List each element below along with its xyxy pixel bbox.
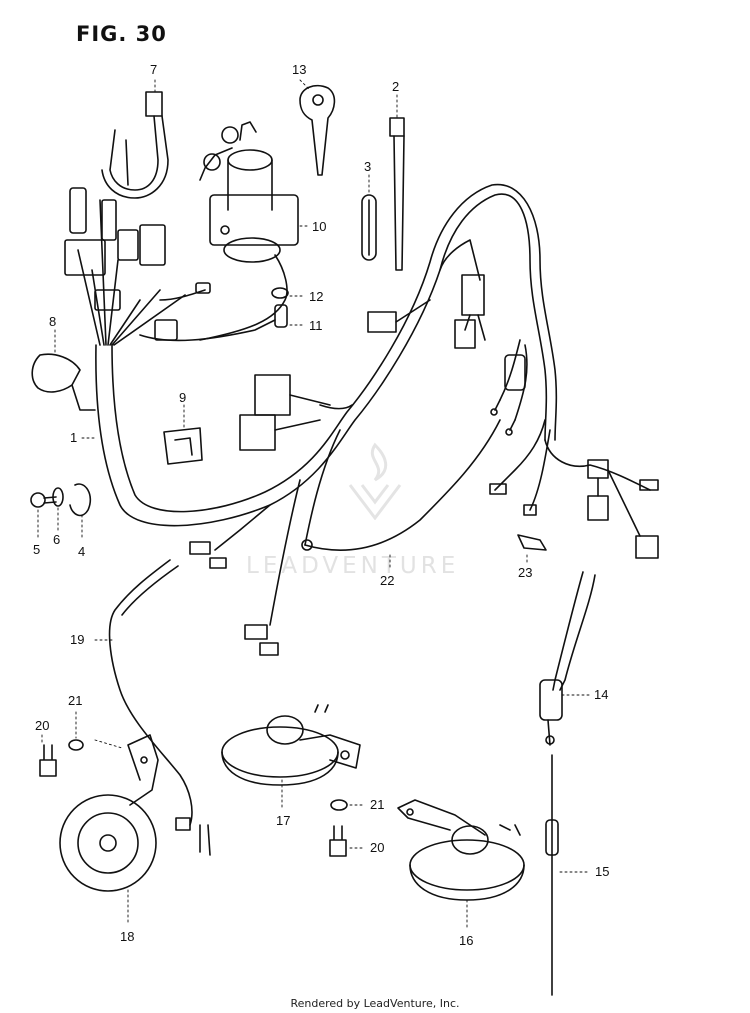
- bolt-icon: [30, 492, 57, 508]
- callout-20-left: 20: [35, 718, 50, 733]
- horn-icon: [221, 704, 361, 786]
- callout-1: 1: [70, 430, 78, 445]
- callout-17: 17: [276, 813, 291, 828]
- callout-5: 5: [33, 542, 41, 557]
- callout-4: 4: [78, 544, 86, 559]
- grommet-4: [69, 483, 92, 517]
- callout-22: 22: [380, 573, 395, 588]
- lead-cable-14: [539, 571, 596, 746]
- callout-3: 3: [364, 159, 372, 174]
- callout-12: 12: [309, 289, 324, 304]
- callout-21-left: 21: [68, 693, 83, 708]
- callout-10: 10: [312, 219, 327, 234]
- callout-21-right: 21: [370, 797, 385, 812]
- figure-title: FIG. 30: [76, 22, 167, 46]
- callout-20-right: 20: [370, 840, 385, 855]
- harness-clamp-8: [31, 353, 96, 411]
- ignition-switch-icon: [199, 121, 299, 341]
- callout-6: 6: [53, 532, 61, 547]
- callout-13: 13: [292, 62, 307, 77]
- key-icon: [299, 84, 336, 176]
- callout-8: 8: [49, 314, 57, 329]
- horn-icon-18: [59, 734, 159, 892]
- washer-21a: [68, 739, 84, 751]
- horn-icon-16: [397, 799, 525, 901]
- callout-23: 23: [518, 565, 533, 580]
- terminal-11: [274, 304, 288, 328]
- callout-14: 14: [594, 687, 609, 702]
- callout-15: 15: [595, 864, 610, 879]
- credit-text: Rendered by LeadVenture, Inc.: [290, 997, 460, 1010]
- cable-15: [545, 754, 559, 996]
- callout-16: 16: [459, 933, 474, 948]
- clamp-icon: [101, 91, 169, 199]
- bolt-20b: [329, 825, 347, 857]
- wiring-harness-icon: [64, 183, 659, 656]
- callout-18: 18: [120, 929, 135, 944]
- callout-19: 19: [70, 632, 85, 647]
- washer-icon: [271, 287, 289, 299]
- clip-23: [517, 534, 547, 551]
- washer-6: [52, 487, 64, 507]
- washer-21b: [330, 799, 348, 811]
- harness-clamp-9: [163, 427, 203, 465]
- callout-7: 7: [150, 62, 158, 77]
- bolt-20a: [39, 744, 57, 777]
- callout-2: 2: [392, 79, 400, 94]
- callout-9: 9: [179, 390, 187, 405]
- watermark-logo-icon: [348, 442, 402, 520]
- band-icon: [361, 194, 377, 261]
- callout-11: 11: [309, 318, 323, 333]
- lead-wire-22: [304, 419, 501, 551]
- cable-tie-icon: [389, 117, 405, 271]
- lead-wire-19: [108, 559, 211, 856]
